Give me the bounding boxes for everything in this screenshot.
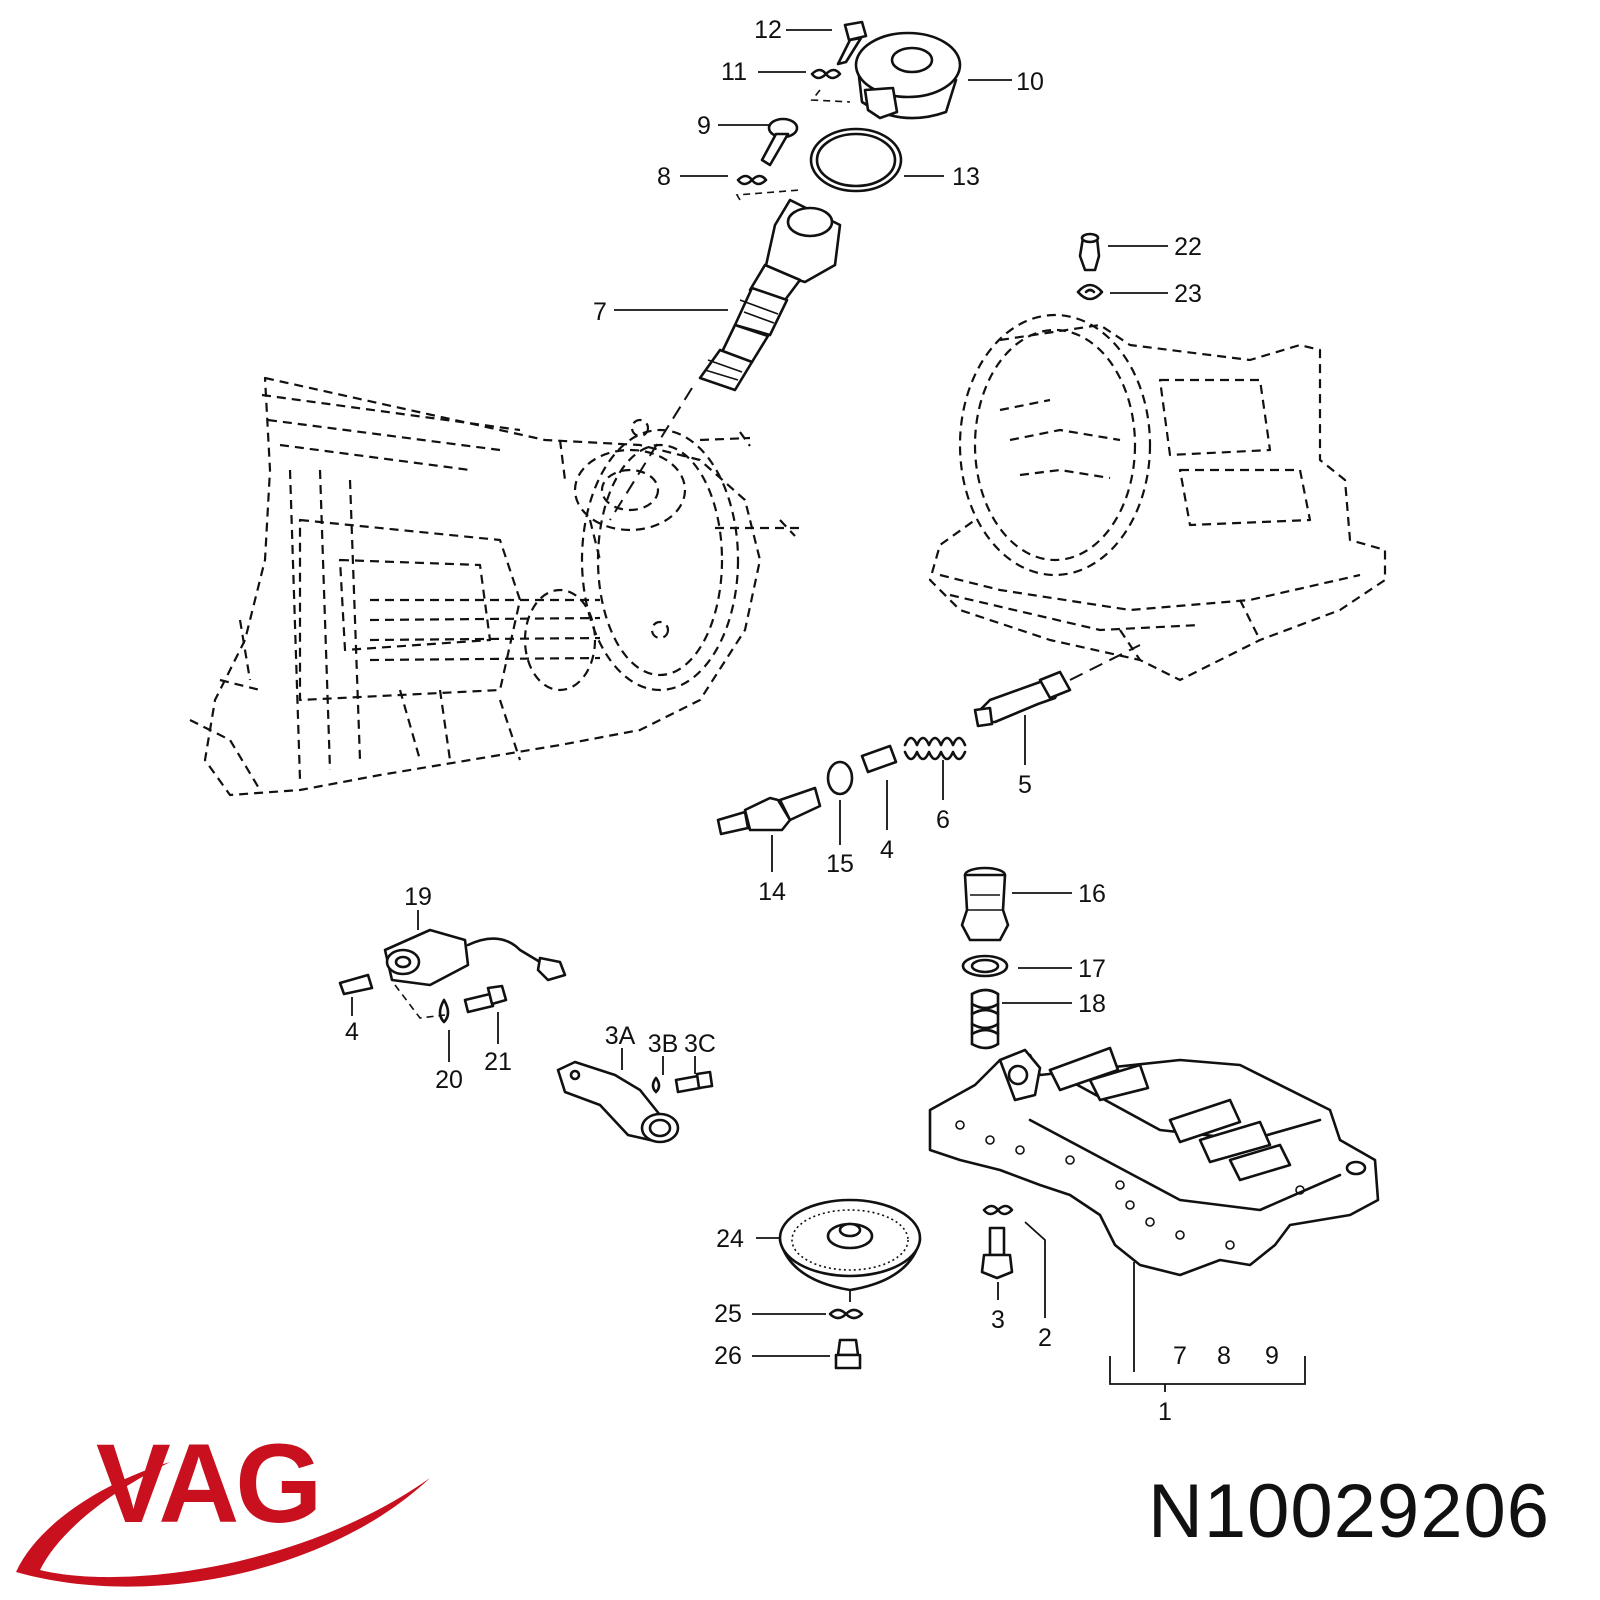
part-10-cap [854, 31, 962, 120]
logo-text: VAG [96, 1421, 318, 1546]
callout-5: 5 [1018, 771, 1032, 799]
part-23-clip [1076, 283, 1104, 301]
callout-19: 19 [404, 883, 432, 911]
callout-8: 8 [657, 163, 671, 191]
callout-4-lower: 4 [345, 1018, 359, 1046]
callout-labels: 12 11 10 9 8 13 7 22 23 5 6 4 15 14 19 4… [345, 16, 1279, 1426]
callout-3b: 3B [648, 1030, 679, 1058]
transmission-housing-right [928, 313, 1387, 682]
part-8-washer [736, 174, 768, 186]
part-24-strainer [778, 1198, 922, 1292]
part-14-valve-plug [716, 786, 822, 836]
transmission-housing-left [189, 376, 800, 797]
part-21-bolt [463, 984, 508, 1014]
logo-swoosh [16, 1462, 430, 1587]
part-22-vent [1078, 232, 1101, 272]
callout-14: 14 [758, 878, 786, 906]
part-11-washer [810, 68, 842, 80]
callout-15: 15 [826, 850, 854, 878]
part-26-bolt [834, 1338, 862, 1370]
callout-26: 26 [714, 1342, 742, 1370]
callout-6: 6 [936, 806, 950, 834]
group-9: 9 [1265, 1342, 1279, 1370]
callout-16: 16 [1078, 880, 1106, 908]
group-8: 8 [1217, 1342, 1231, 1370]
callout-10: 10 [1016, 68, 1044, 96]
callout-2: 2 [1038, 1324, 1052, 1352]
callout-25: 25 [714, 1300, 742, 1328]
callout-12: 12 [754, 16, 782, 44]
callout-3a: 3A [605, 1022, 636, 1050]
part-12-bolt [836, 20, 868, 66]
part-9-screw [760, 117, 799, 167]
part-2-washer [982, 1204, 1014, 1216]
callout-13: 13 [952, 163, 980, 191]
callout-23: 23 [1174, 280, 1202, 308]
callout-4-upper: 4 [880, 836, 894, 864]
part-18-spring [970, 988, 1000, 1050]
callout-24: 24 [716, 1225, 744, 1253]
part-19-solenoid [383, 928, 567, 987]
callout-3: 3 [991, 1306, 1005, 1334]
callout-22: 22 [1174, 233, 1202, 261]
callout-3c: 3C [684, 1030, 716, 1058]
part-6-spring [903, 736, 967, 761]
callout-20: 20 [435, 1066, 463, 1094]
part-3a-bracket [556, 1060, 680, 1144]
part-4-pin-lower [338, 973, 374, 996]
leader-lines [351, 29, 1306, 1392]
callout-1: 1 [1158, 1398, 1172, 1426]
part-25-washer [828, 1308, 864, 1320]
part-3c-bolt [674, 1070, 714, 1094]
part-number: N10029206 [1147, 1469, 1550, 1554]
part-1-valve-body [928, 1046, 1380, 1277]
group-7: 7 [1173, 1342, 1187, 1370]
callout-9: 9 [697, 112, 711, 140]
callout-17: 17 [1078, 955, 1106, 983]
part-17-seal [961, 954, 1009, 978]
part-3-bolt [980, 1226, 1014, 1280]
part-3b-washer [651, 1076, 661, 1094]
part-20-washer [438, 998, 450, 1024]
part-16-piston [960, 866, 1010, 942]
part-5-valve [973, 670, 1072, 728]
vag-logo: VAG [16, 1421, 430, 1587]
part-15-o-ring [826, 760, 854, 796]
callout-21: 21 [484, 1048, 512, 1076]
part-13-o-ring [809, 127, 903, 193]
part-4-pin-upper [860, 744, 898, 774]
callout-7: 7 [593, 298, 607, 326]
axis-speedo-drive [609, 387, 693, 521]
part-7-speedo-drive [698, 198, 842, 392]
callout-18: 18 [1078, 990, 1106, 1018]
axis-valve [1069, 644, 1141, 681]
callout-11: 11 [721, 58, 747, 86]
